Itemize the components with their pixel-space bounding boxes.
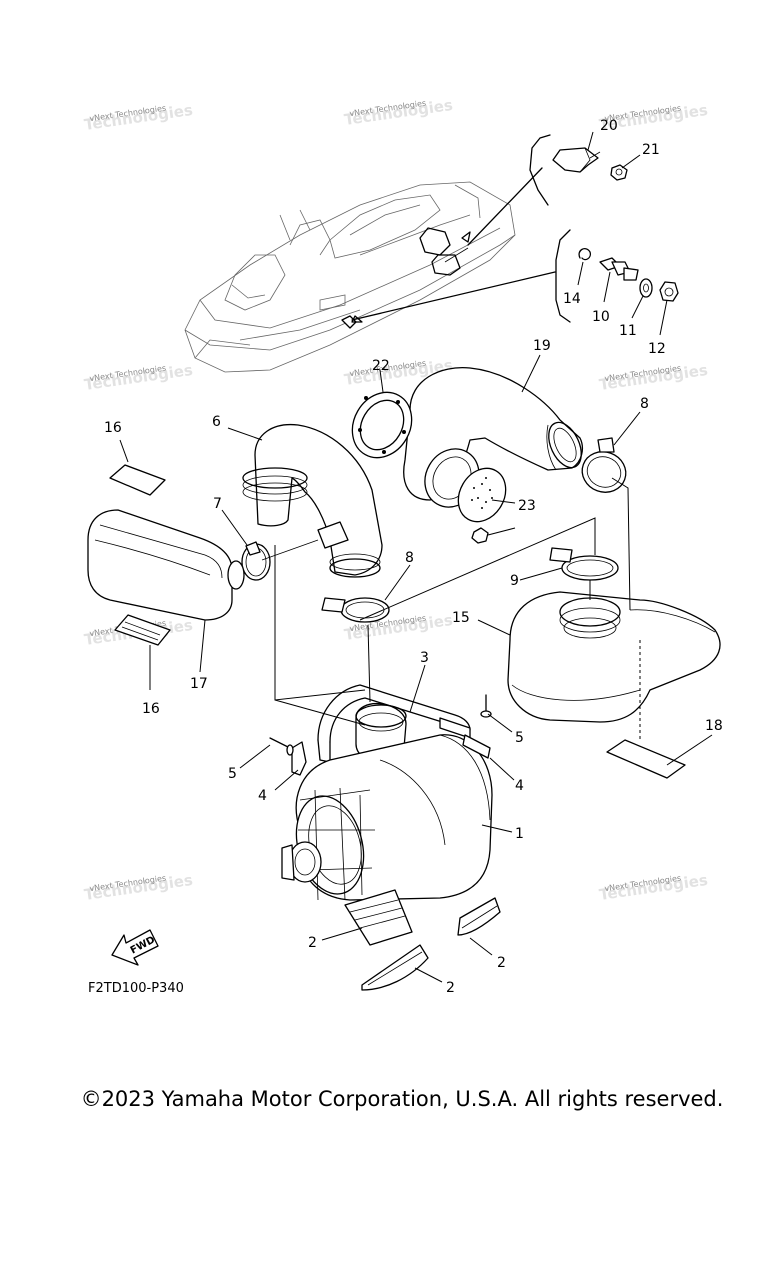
filter-housing-1 bbox=[281, 702, 493, 901]
callout-14: 15 bbox=[452, 610, 470, 626]
plate-22 bbox=[457, 467, 507, 523]
clamp-8-upper bbox=[581, 437, 627, 493]
callout-13: 14 bbox=[563, 291, 581, 307]
callout-12: 12 bbox=[648, 341, 666, 357]
watermark: Technologies vNext Technologies bbox=[598, 871, 709, 904]
watercraft-illustration bbox=[184, 181, 516, 373]
callout-20: 21 bbox=[642, 142, 660, 158]
callout-16-upper: 16 bbox=[104, 420, 122, 436]
callout-8-upper: 8 bbox=[640, 396, 649, 412]
pad-16-lower bbox=[114, 614, 171, 646]
foam-pad-2-b bbox=[457, 897, 501, 936]
bracket-4-right bbox=[462, 734, 491, 759]
callout-17: 18 bbox=[705, 718, 723, 734]
callout-4-left: 4 bbox=[258, 788, 267, 804]
watermark: Technologies vNext Technologies bbox=[598, 361, 709, 394]
callout-2-c: 2 bbox=[446, 980, 455, 996]
callout-19: 20 bbox=[600, 118, 618, 134]
clamp-8-lower bbox=[321, 597, 390, 623]
callout-10: 10 bbox=[592, 309, 610, 325]
clip-13 bbox=[578, 248, 591, 261]
callout-6: 6 bbox=[212, 414, 221, 430]
copyright-text: ©2023 Yamaha Motor Corporation, U.S.A. A… bbox=[80, 1087, 724, 1111]
pad-17 bbox=[606, 739, 686, 779]
callout-2-a: 2 bbox=[308, 935, 317, 951]
rivet-5-left bbox=[269, 737, 294, 756]
leader-lines bbox=[119, 131, 713, 983]
callout-15: 17 bbox=[190, 676, 208, 692]
clamp-9 bbox=[549, 547, 619, 581]
airbox-15 bbox=[87, 509, 245, 621]
fitting-10 bbox=[599, 257, 639, 281]
callout-5-right: 5 bbox=[515, 730, 524, 746]
bracket-4-left bbox=[291, 741, 307, 776]
elbow-tube-6 bbox=[242, 423, 383, 578]
resonator-14 bbox=[507, 591, 721, 723]
nut-20 bbox=[610, 164, 628, 181]
callout-1: 1 bbox=[515, 826, 524, 842]
callout-9: 9 bbox=[510, 573, 519, 589]
assembly-lines bbox=[274, 477, 631, 726]
callout-3: 3 bbox=[420, 650, 429, 666]
nut-12 bbox=[659, 281, 679, 302]
fwd-arrow: FWD bbox=[111, 929, 159, 966]
diagram-code: F2TD100-P340 bbox=[88, 981, 184, 996]
connector-line bbox=[261, 539, 319, 561]
callout-4-right: 4 bbox=[515, 778, 524, 794]
foam-pad-2-c bbox=[361, 944, 429, 991]
foam-pad-2-a bbox=[344, 889, 413, 946]
callout-16-lower: 16 bbox=[142, 701, 160, 717]
callout-22: 23 bbox=[518, 498, 536, 514]
callout-5-left: 5 bbox=[228, 766, 237, 782]
nut-23 bbox=[471, 527, 489, 544]
watermark: Technologies vNext Technologies bbox=[83, 361, 194, 394]
callout-labels: 20 21 14 10 11 12 22 19 8 6 16 7 23 8 9 … bbox=[104, 118, 723, 996]
callout-2-b: 2 bbox=[497, 955, 506, 971]
callout-7: 7 bbox=[213, 496, 222, 512]
callout-8-lower: 8 bbox=[405, 550, 414, 566]
callout-11: 11 bbox=[619, 323, 637, 339]
flange-21 bbox=[351, 391, 413, 459]
bracket-19 bbox=[552, 147, 601, 173]
callout-18: 19 bbox=[533, 338, 551, 354]
pad-16-upper bbox=[109, 464, 166, 496]
washer-11 bbox=[639, 278, 653, 298]
watermark: Technologies vNext Technologies bbox=[343, 96, 454, 129]
inset-pointers bbox=[351, 134, 571, 323]
rivet-5-right bbox=[480, 694, 492, 718]
callout-21: 22 bbox=[372, 358, 390, 374]
watermark: Technologies vNext Technologies bbox=[83, 101, 194, 134]
clamp-7 bbox=[241, 541, 271, 581]
watermark: Technologies vNext Technologies bbox=[83, 871, 194, 904]
